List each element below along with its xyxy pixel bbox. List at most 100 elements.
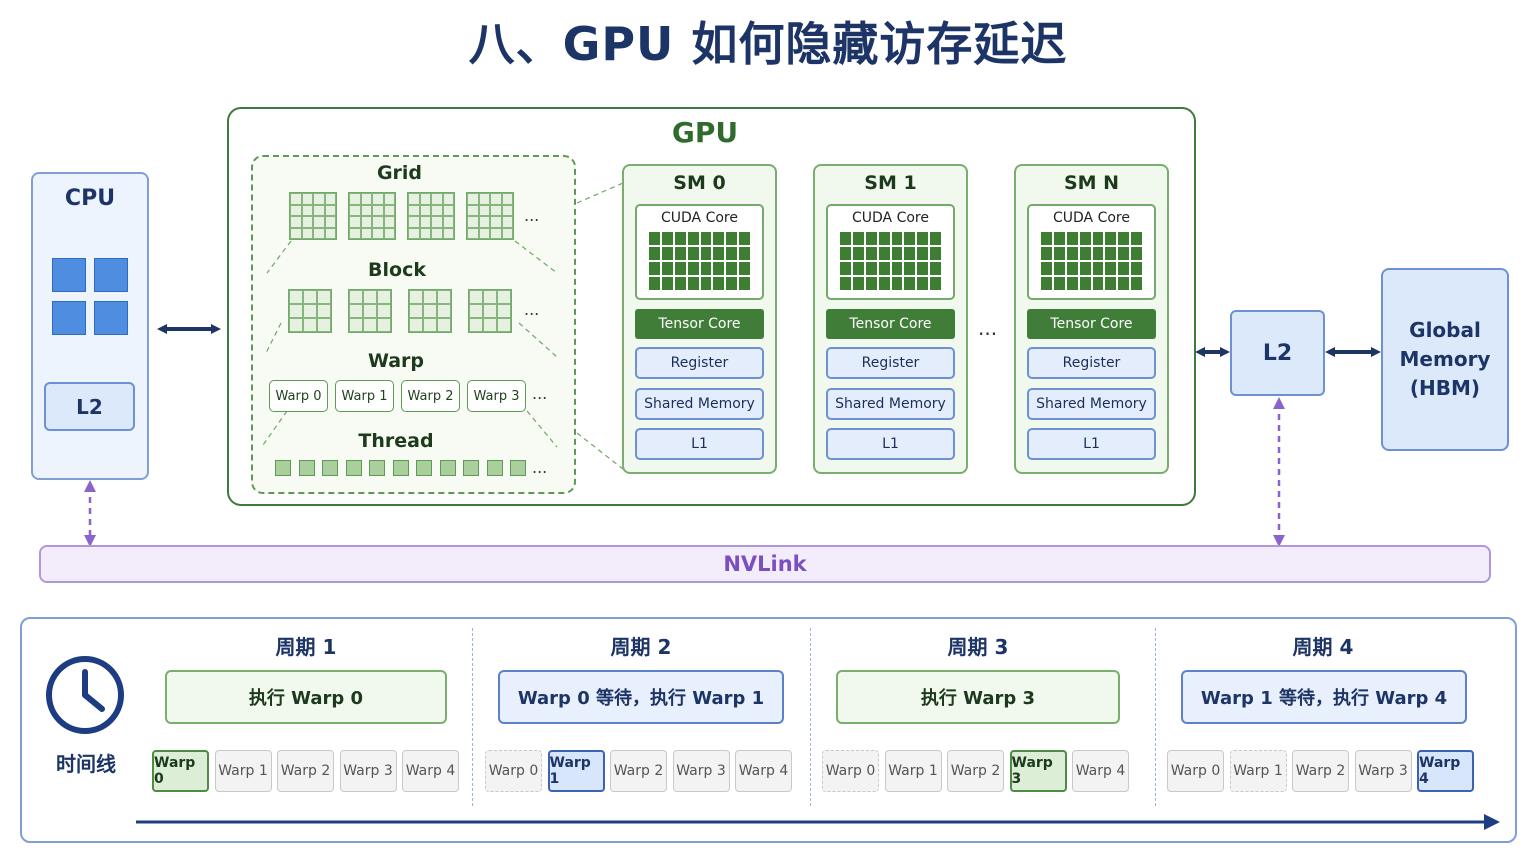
tensor-core: Tensor Core (1027, 309, 1156, 339)
global-memory-box: Global Memory (HBM) (1381, 268, 1509, 451)
block-tile (288, 289, 332, 333)
cuda-core-grid (649, 232, 750, 290)
warp-label: Warp (367, 350, 425, 372)
block-label: Block (368, 259, 426, 281)
grid-block (407, 192, 455, 240)
gpu-l2-cache: L2 (1230, 310, 1325, 396)
period-divider (810, 628, 811, 806)
block-tile (468, 289, 512, 333)
grid-label: Grid (376, 162, 423, 184)
cpu-core-square (94, 301, 128, 335)
tensor-core: Tensor Core (635, 309, 764, 339)
register-block: Register (826, 347, 955, 379)
period-action: Warp 1 等待，执行 Warp 4 (1181, 670, 1467, 724)
l1-cache: L1 (1027, 428, 1156, 460)
warp-chip: Warp 3 (1009, 750, 1067, 792)
warp-chip: Warp 2 (1292, 750, 1349, 792)
thread-ellipsis: ... (532, 458, 548, 477)
thread-square (392, 460, 409, 476)
thread-square (463, 460, 479, 476)
l1-cache: L1 (635, 428, 764, 460)
warp-chip: Warp 2 (610, 750, 667, 792)
sm-ellipsis: ... (978, 316, 998, 340)
period-action: 执行 Warp 3 (836, 670, 1120, 724)
warp-chip: Warp 2 (277, 750, 334, 792)
register-block: Register (1027, 347, 1156, 379)
warp-chip: Warp 1 (547, 750, 605, 792)
period-action: Warp 0 等待，执行 Warp 1 (498, 670, 784, 724)
register-block: Register (635, 347, 764, 379)
warp-chip: Warp 4 (1072, 750, 1129, 792)
sm-title: SM 0 (673, 172, 726, 194)
warp-chip: Warp 1 (884, 750, 942, 792)
warp-ellipsis: ... (532, 384, 548, 403)
warp-chip: Warp 1 (214, 750, 272, 792)
period-action: 执行 Warp 0 (165, 670, 447, 724)
timeline-panel (20, 617, 1517, 843)
cpu-core-square (94, 258, 128, 292)
warp-chip: Warp 3 (1354, 750, 1412, 792)
thread-square (416, 460, 432, 476)
warp-pill: Warp 2 (401, 380, 460, 412)
period-divider (472, 628, 473, 806)
cpu-l2-cache: L2 (44, 382, 135, 431)
warp-chip: Warp 3 (339, 750, 397, 792)
thread-square (439, 460, 456, 476)
timeline-label: 时间线 (56, 752, 116, 776)
warp-chip: Warp 4 (1417, 750, 1474, 792)
period-title: 周期 4 (1292, 635, 1354, 659)
block-tile (348, 289, 392, 333)
warp-chip: Warp 4 (402, 750, 459, 792)
thread-label: Thread (358, 430, 434, 452)
grid-block (289, 192, 337, 240)
nvlink-bar: NVLink (39, 545, 1491, 583)
cpu-core-square (52, 301, 86, 335)
global-memory-line1: Global (1409, 318, 1481, 342)
cpu-label: CPU (64, 186, 116, 211)
gpu-label: GPU (671, 116, 739, 149)
period-title: 周期 3 (947, 635, 1009, 659)
time-axis-arrow (136, 814, 1500, 830)
thread-square (486, 460, 503, 476)
block-tile (408, 289, 452, 333)
cuda-core-grid (840, 232, 941, 290)
thread-square (345, 460, 362, 476)
thread-square (510, 460, 526, 476)
page-title: 八、GPU 如何隐藏访存延迟 (468, 17, 1068, 71)
period-title: 周期 1 (275, 635, 337, 659)
cuda-core-label: CUDA Core (1053, 210, 1130, 226)
warp-chip: Warp 0 (152, 750, 209, 792)
cpu-box (31, 172, 149, 480)
global-memory-line2: Memory (1399, 347, 1491, 371)
thread-square (322, 460, 338, 476)
warp-pill: Warp 1 (335, 380, 394, 412)
sm-title: SM N (1063, 172, 1120, 194)
warp-chip: Warp 2 (947, 750, 1004, 792)
warp-chip: Warp 4 (735, 750, 792, 792)
warp-pill: Warp 0 (269, 380, 328, 412)
tensor-core: Tensor Core (826, 309, 955, 339)
thread-square (275, 460, 291, 476)
l1-cache: L1 (826, 428, 955, 460)
clock-icon (46, 656, 124, 734)
warp-chip: Warp 0 (485, 750, 542, 792)
cpu-core-square (52, 258, 86, 292)
period-divider (1155, 628, 1156, 806)
thread-square (298, 460, 315, 476)
shared-memory-block: Shared Memory (826, 388, 955, 420)
shared-memory-block: Shared Memory (635, 388, 764, 420)
period-title: 周期 2 (610, 635, 672, 659)
cuda-core-grid (1041, 232, 1142, 290)
warp-pill: Warp 3 (467, 380, 526, 412)
warp-chip: Warp 1 (1229, 750, 1287, 792)
sm-title: SM 1 (864, 172, 917, 194)
grid-block (348, 192, 396, 240)
warp-chip: Warp 0 (1167, 750, 1224, 792)
grid-block (466, 192, 514, 240)
global-memory-line3: (HBM) (1409, 376, 1481, 400)
block-ellipsis: ... (524, 300, 540, 319)
cuda-core-label: CUDA Core (852, 210, 929, 226)
warp-chip: Warp 0 (822, 750, 879, 792)
hierarchy-guides (262, 182, 624, 470)
